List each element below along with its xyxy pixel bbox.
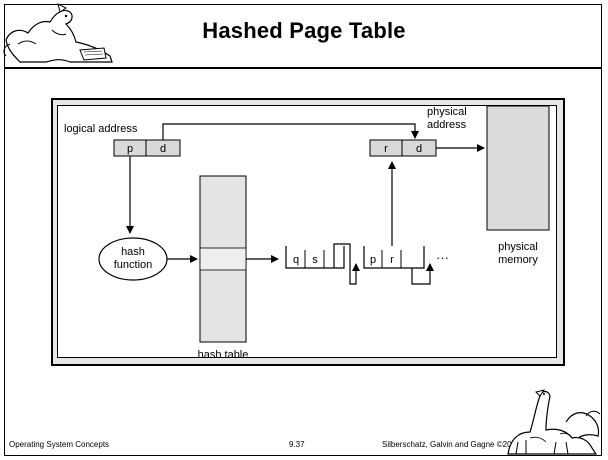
physical-memory-line2: memory bbox=[498, 254, 538, 266]
hash-table-label: hash table bbox=[198, 349, 249, 361]
dinosaur-family-illustration bbox=[507, 389, 601, 455]
chain-entry-2-p: p bbox=[370, 254, 376, 266]
slide-title: Hashed Page Table bbox=[202, 18, 406, 43]
chain-entry-2-r: r bbox=[390, 254, 394, 266]
chain-ellipsis: ··· bbox=[436, 250, 449, 265]
offset-arrow bbox=[162, 123, 419, 140]
hash-function-line2: function bbox=[114, 259, 153, 271]
chain-entry-1-next-pointer bbox=[333, 243, 360, 285]
diagram-canvas bbox=[57, 105, 557, 358]
physical-address-label-line2: address bbox=[427, 119, 467, 131]
chain-entry-1-bracket bbox=[285, 246, 345, 269]
hash-function-line1: hash bbox=[121, 246, 145, 258]
title-divider bbox=[4, 67, 602, 69]
chain-entry-1-q: q bbox=[293, 254, 299, 266]
footer-slide-number: 9.37 bbox=[289, 440, 305, 449]
chain-entry-1-s: s bbox=[312, 254, 318, 266]
logical-address-label: logical address bbox=[64, 123, 138, 135]
footer-course-title: Operating System Concepts bbox=[9, 440, 110, 449]
chain-entry-2-next-pointer bbox=[411, 263, 434, 285]
chain-entry-2-bracket bbox=[363, 246, 425, 269]
logical-p-label: p bbox=[127, 143, 133, 155]
physical-r-label: r bbox=[384, 143, 388, 155]
hash-table-selected-slot bbox=[199, 247, 247, 271]
logical-d-label: d bbox=[160, 143, 166, 155]
physical-memory-block bbox=[486, 105, 550, 231]
physical-address-label-line1: physical bbox=[427, 106, 467, 118]
physical-memory-line1: physical bbox=[498, 241, 538, 253]
physical-d-label: d bbox=[416, 143, 422, 155]
dinosaur-reading-illustration bbox=[3, 3, 113, 63]
footer-authors: Silberschatz, Galvin and Gagne ©2002 bbox=[382, 440, 521, 449]
slide-frame bbox=[4, 4, 602, 456]
